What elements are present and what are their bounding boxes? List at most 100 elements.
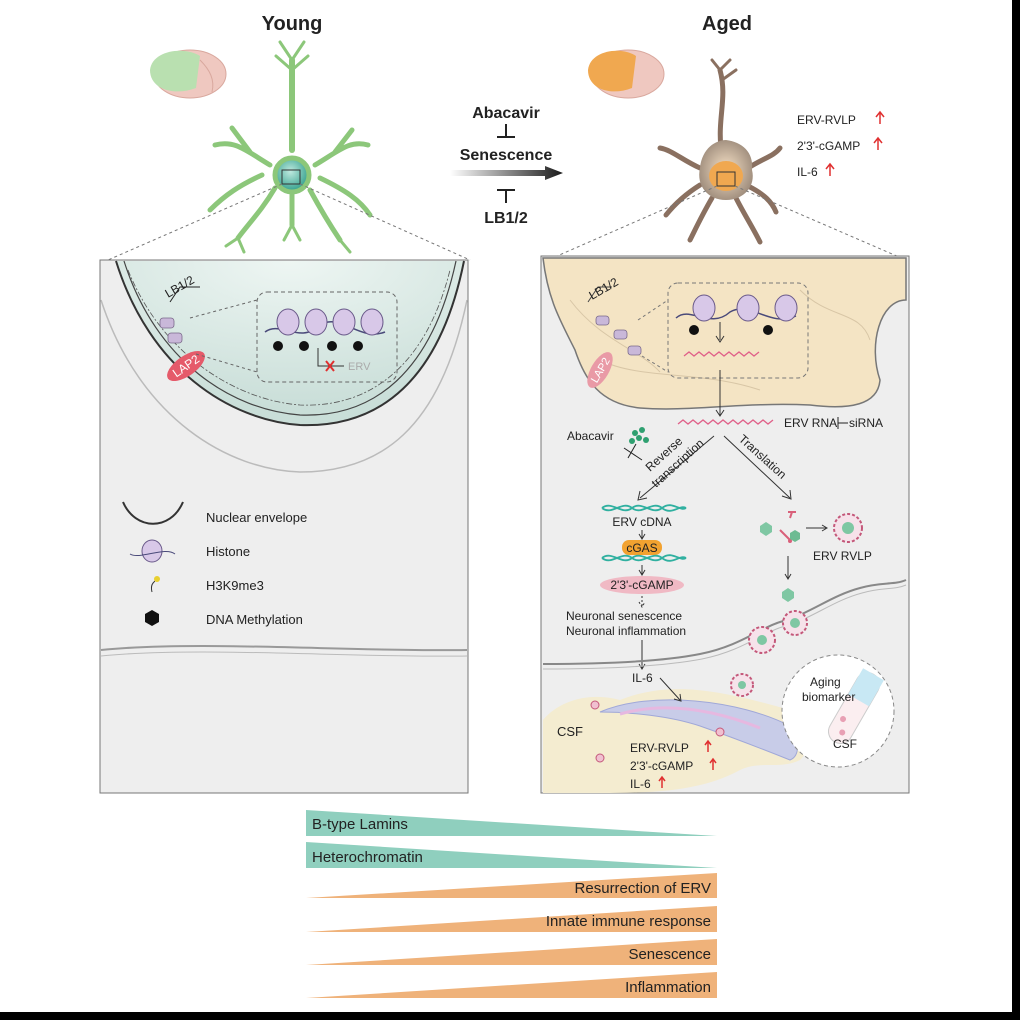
- histone-icon: [129, 539, 176, 563]
- il6-label: IL-6: [632, 671, 653, 685]
- aged-zoom-lines: [547, 185, 907, 261]
- aged-marker: IL-6: [797, 165, 818, 179]
- cgamp-badge: [600, 576, 684, 594]
- dna-methylation-icon: [299, 341, 309, 351]
- viral-proteins-icon: [760, 511, 800, 543]
- up-arrow-icon: [709, 757, 717, 770]
- abacavir-label: Abacavir: [472, 105, 540, 122]
- inset-pointer: [637, 299, 669, 373]
- up-arrow-icon: [658, 775, 666, 788]
- cgas-badge: [622, 540, 662, 555]
- gradient-bars: B-type Lamins Heterochromatin Resurrecti…: [306, 810, 717, 998]
- legend-label: Histone: [206, 544, 250, 559]
- legend: Nuclear envelope Histone H3K9me3 DNA Met…: [122, 501, 307, 627]
- up-arrow-icon: [825, 162, 835, 176]
- inhibit-icon: [623, 443, 643, 461]
- young-nucleus: [100, 260, 468, 473]
- blocked-transcription-arrow: [317, 348, 344, 367]
- csf-tube-icon: [828, 668, 884, 744]
- erv-rna-label: ERV RNA: [784, 416, 837, 430]
- senescence-bar-label: Senescence: [628, 946, 711, 963]
- dna-methylation-icon: [327, 341, 337, 351]
- neuronal-senescence-label: Neuronal senescence: [566, 609, 682, 623]
- tube-csf-label: CSF: [833, 737, 857, 751]
- up-arrow-icon: [873, 136, 883, 150]
- h3k9me3-icon: [151, 576, 160, 593]
- ventricle-icon: [599, 699, 798, 761]
- aged-lamin-line: [587, 286, 612, 303]
- abacavir-panel-label: Abacavir: [567, 429, 614, 443]
- cgamp-label: 2'3'-cGAMP: [610, 578, 673, 592]
- young-soma-icon: [272, 155, 312, 195]
- heterochromatin-label: Heterochromatin: [312, 849, 423, 866]
- innate-immune-label: Innate immune response: [546, 913, 711, 930]
- dna-methylation-icon: [353, 341, 363, 351]
- aged-membrane: [542, 579, 907, 665]
- senescence-label: Senescence: [460, 147, 553, 164]
- histone-icon: [595, 315, 642, 356]
- inflammation-bar: [306, 972, 717, 998]
- block-x-icon: [325, 360, 335, 372]
- histone-icon: [304, 308, 328, 336]
- histone-icon: [360, 308, 384, 336]
- inhibit-icon: [497, 124, 515, 138]
- abacavir-molecule-icon: [629, 427, 649, 444]
- biomarker-label: Aging: [810, 675, 841, 689]
- young-membrane: [100, 644, 468, 652]
- aged-zoom-box: [716, 171, 736, 187]
- neuronal-inflammation-label: Neuronal inflammation: [566, 624, 686, 638]
- young-lamin-line: [169, 286, 200, 303]
- histone-icon: [774, 294, 798, 322]
- rt-arrow: [639, 435, 715, 499]
- legend-label: Nuclear envelope: [206, 510, 307, 525]
- progression-arrow-icon: [450, 166, 563, 180]
- heterochromatin-bar: [306, 842, 717, 868]
- csf-particle-icon: [590, 700, 725, 763]
- aged-chromatin: [675, 294, 798, 357]
- young-title: Young: [262, 13, 323, 35]
- cgas-label: cGAS: [626, 541, 657, 555]
- legend-label: H3K9me3: [206, 578, 264, 593]
- aged-brain-icon: [588, 49, 665, 99]
- young-chromatin-inset: [256, 291, 398, 383]
- aged-chromatin-inset: [667, 282, 809, 379]
- sirna-label: siRNA: [849, 416, 883, 430]
- aged-nucleus: [542, 257, 907, 410]
- young-chromatin: [264, 308, 386, 351]
- b-type-lamins-label: B-type Lamins: [312, 816, 408, 833]
- histone-icon: [736, 294, 760, 322]
- erv-cdna-icon: [601, 504, 687, 512]
- legend-label: DNA Methylation: [206, 612, 303, 627]
- aged-title: Aged: [702, 13, 752, 35]
- senescence-bar: [306, 939, 717, 965]
- erv-rna-strand: [677, 419, 774, 425]
- innate-immune-bar: [306, 906, 717, 932]
- erv-cdna-label: ERV cDNA: [612, 515, 671, 529]
- erv-resurrection-label: Resurrection of ERV: [575, 880, 711, 897]
- nuclear-envelope-icon: [122, 501, 184, 525]
- csf-marker: ERV-RVLP: [630, 741, 689, 755]
- csf-marker: 2'3'-cGAMP: [630, 759, 693, 773]
- erv-transcript: [683, 351, 760, 357]
- histone-icon: [332, 308, 356, 336]
- inflammation-bar-label: Inflammation: [625, 979, 711, 996]
- inhibit-icon: [497, 189, 515, 203]
- young-zoom-lines: [107, 183, 471, 261]
- lamins-label: LB1/2: [484, 210, 528, 227]
- histone-icon: [159, 317, 183, 344]
- histone-icon: [276, 308, 300, 336]
- csf-marker: IL-6: [630, 777, 651, 791]
- erv-resurrection-bar: [306, 873, 717, 898]
- dna-icon: [601, 554, 687, 562]
- histone-icon: [692, 294, 716, 322]
- dna-methylation-icon: [273, 341, 283, 351]
- aged-marker: 2'3'-cGAMP: [797, 139, 860, 153]
- translation-arrow: [723, 435, 791, 499]
- up-arrow-icon: [875, 110, 885, 124]
- up-arrow-icon: [704, 739, 712, 752]
- young-erv-label: ERV: [348, 361, 371, 373]
- young-brain-icon: [150, 49, 227, 99]
- dna-methylation-icon: [145, 610, 159, 626]
